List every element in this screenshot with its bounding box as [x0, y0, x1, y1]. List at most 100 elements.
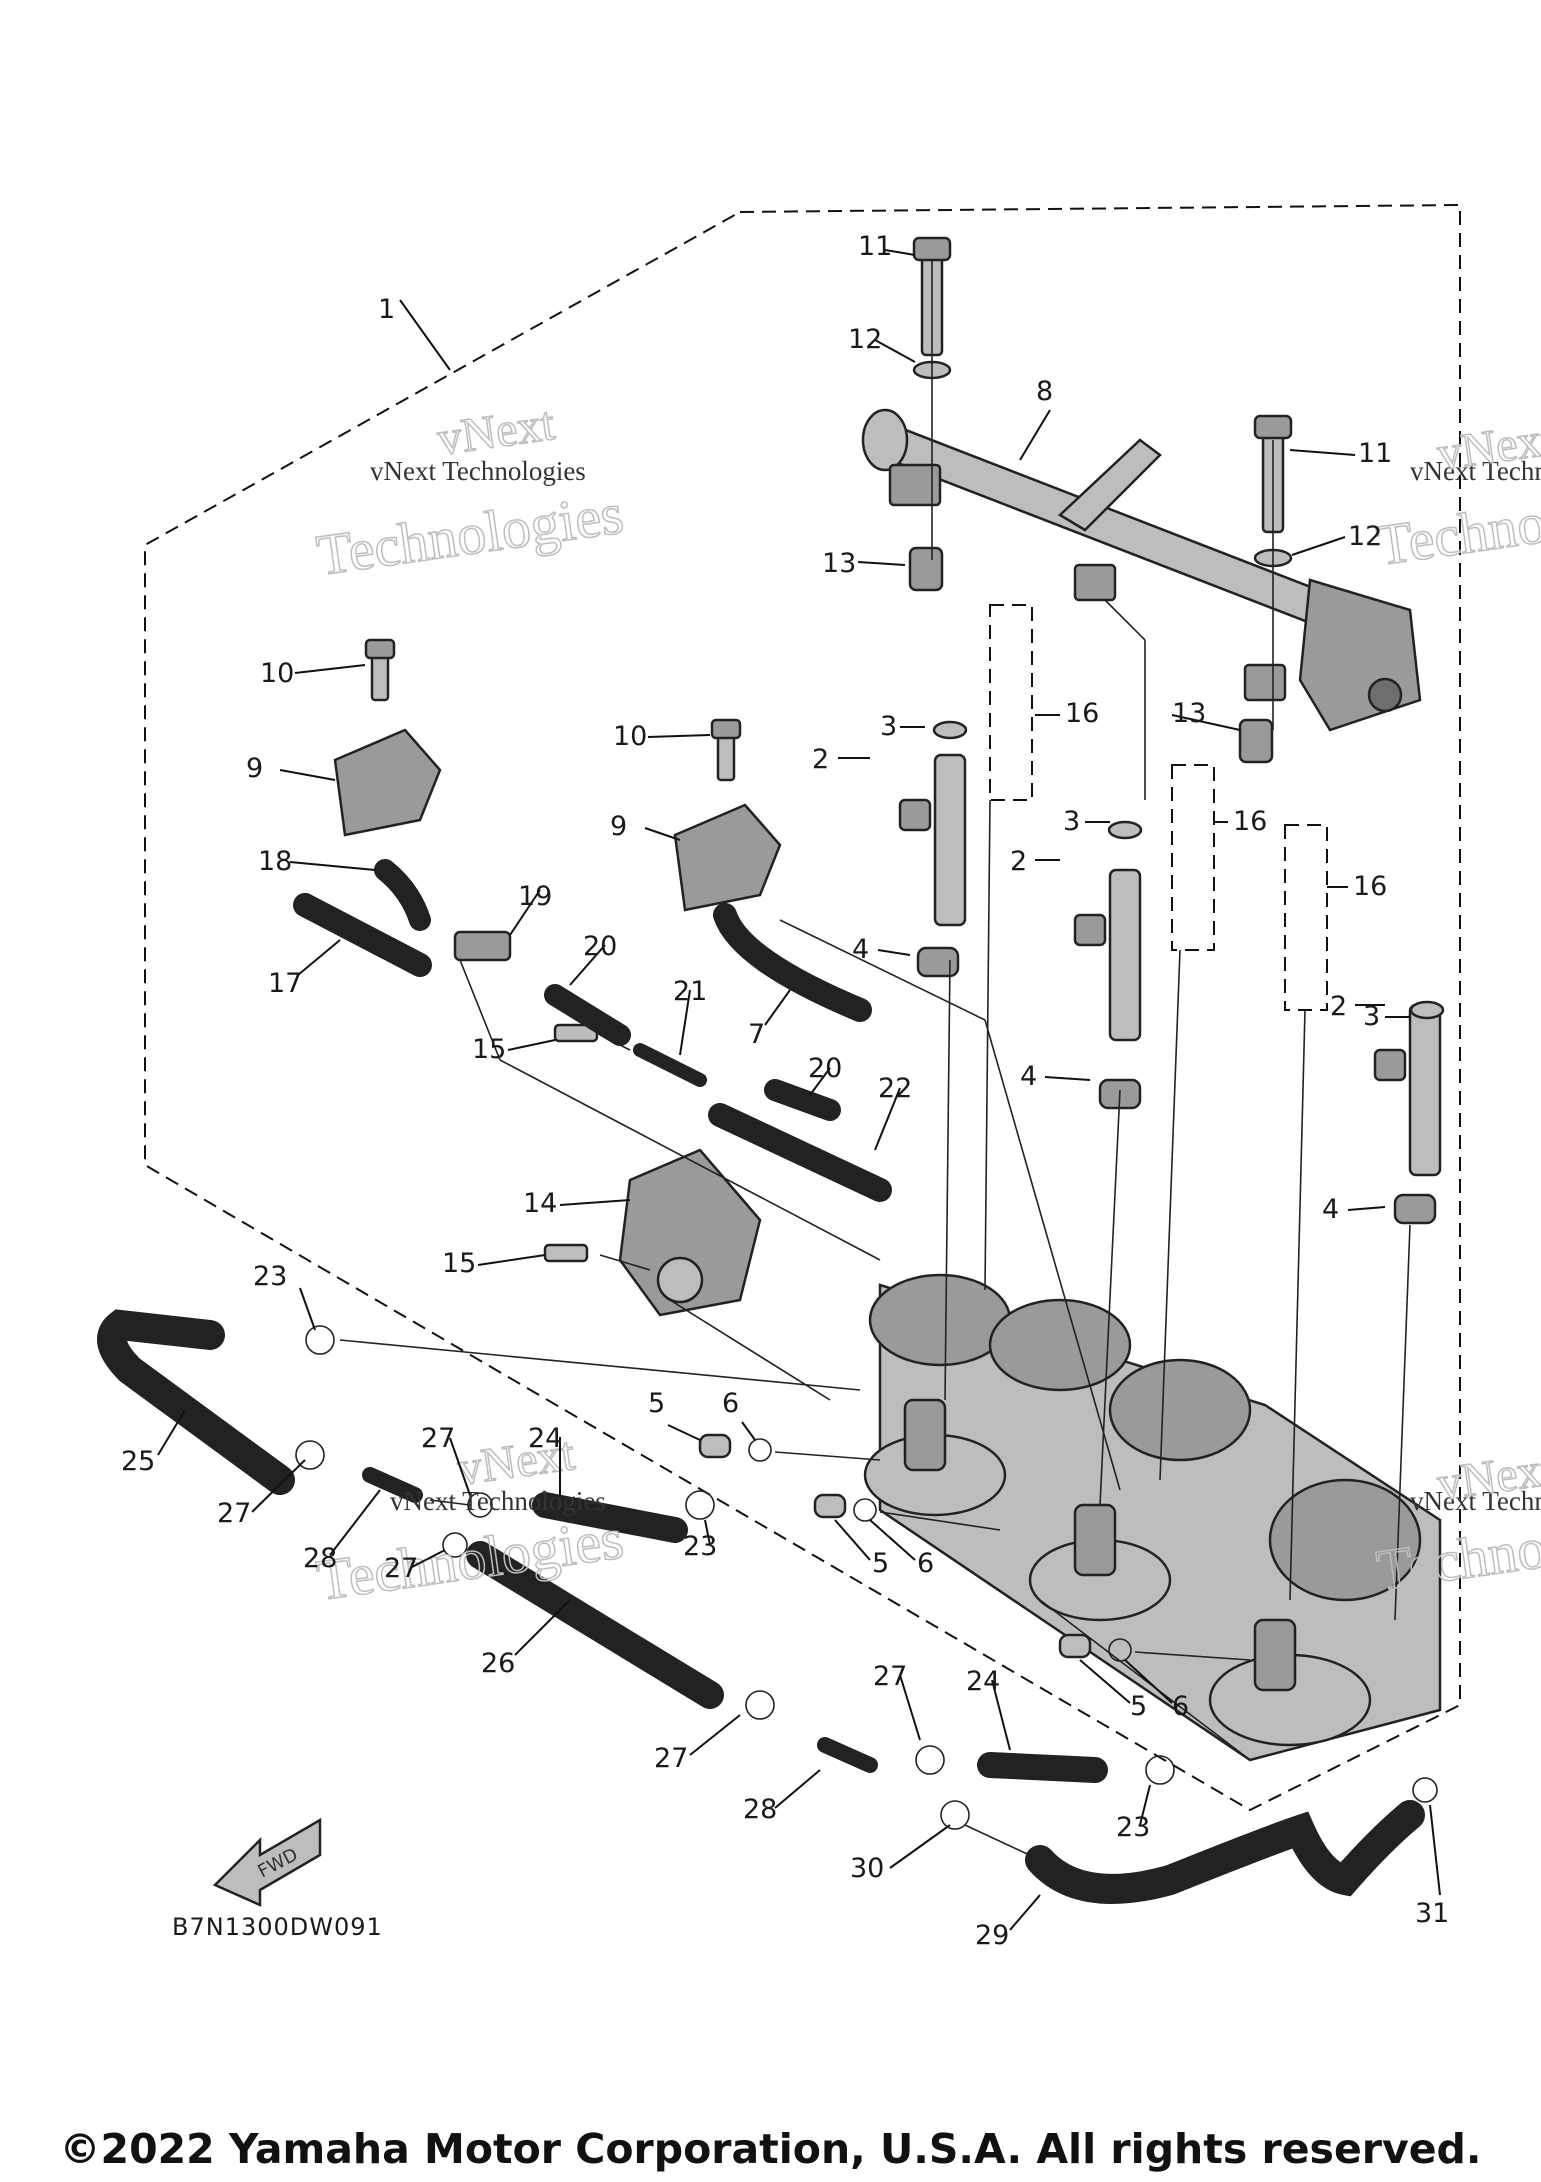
callout-label: 7: [748, 1019, 765, 1050]
callout-leader: [1019, 409, 1051, 461]
callout-leader: [874, 339, 916, 363]
injector-kit-box-2: [1171, 764, 1215, 951]
callout-label: 25: [121, 1446, 155, 1477]
callout-leader: [509, 889, 541, 936]
injector-2: [1073, 820, 1143, 1042]
forward-direction-arrow: FWD: [212, 1817, 322, 1907]
collar-left: [908, 546, 944, 592]
callout-label: 27: [654, 1743, 688, 1774]
callout-label: 9: [610, 811, 627, 842]
callout-label: 20: [583, 931, 617, 962]
callout-leader: [834, 1519, 871, 1561]
callout-label: 16: [1353, 871, 1387, 902]
callout-label: 24: [966, 1666, 1000, 1697]
callout-label: 12: [1348, 521, 1382, 552]
callout-label: 22: [878, 1073, 912, 1104]
throttle-body: [863, 1273, 1442, 1762]
callout-leader: [774, 1769, 821, 1809]
cap-1: [698, 1433, 732, 1459]
hose-25: [97, 1309, 295, 1495]
assembly-boundary: [144, 203, 1461, 1812]
callout-leader: [667, 1424, 701, 1441]
hose-20-b: [764, 1079, 841, 1121]
hose-29: [1025, 1800, 1425, 1904]
injector-3: [1373, 1000, 1445, 1177]
callout-label: 15: [472, 1034, 506, 1065]
callout-label: 1: [378, 294, 395, 325]
injector-kit-box-1: [989, 604, 1033, 801]
callout-leader: [809, 1067, 831, 1096]
callout-leader: [289, 861, 376, 871]
callout-label: 3: [1363, 1001, 1380, 1032]
watermark-3: vNext Technologies vNext Technologies: [312, 1426, 628, 1613]
callout-label: 23: [683, 1531, 717, 1562]
clamp-2: [853, 1498, 877, 1522]
callout-label: 5: [872, 1548, 889, 1579]
callout-leader: [857, 561, 906, 566]
hose-18: [374, 859, 431, 931]
svg-text:Technologies: Technologies: [1373, 471, 1541, 578]
callout-label: 27: [421, 1423, 455, 1454]
fitting-28-b: [817, 1737, 878, 1773]
pressure-sensor-center: [673, 718, 782, 912]
callout-label: 4: [852, 934, 869, 965]
assembly-lines: [339, 260, 1441, 1861]
callout-label: 3: [880, 711, 897, 742]
sensor-screws: [543, 1023, 599, 1263]
callout-leader: [877, 949, 911, 956]
callout-leader: [741, 1421, 756, 1441]
joint-19: [453, 930, 512, 962]
grommet-3: [1393, 1193, 1437, 1225]
callout-label: 23: [1116, 1812, 1150, 1843]
callout-leader: [297, 939, 341, 976]
fitting-28-a: [362, 1467, 423, 1503]
diagram-code: B7N1300DW091: [172, 1913, 383, 1941]
svg-text:vNext Technologies: vNext Technologies: [370, 456, 586, 486]
callout-label: 12: [848, 324, 882, 355]
callout-label: 20: [808, 1053, 842, 1084]
callout-label: 8: [1036, 376, 1053, 407]
callout-leader: [1079, 1659, 1131, 1704]
collar-right: [1238, 718, 1274, 764]
callout-label: 18: [258, 846, 292, 877]
joint-21: [633, 1043, 707, 1087]
svg-text:vNext Technologies: vNext Technologies: [390, 1486, 606, 1516]
callout-leader: [874, 1087, 901, 1151]
callout-leader: [1009, 1894, 1041, 1931]
callout-leader: [1429, 1804, 1441, 1896]
svg-text:vNext Technologies: vNext Technologies: [1410, 1486, 1541, 1516]
callout-leader: [1347, 1206, 1386, 1211]
callout-label: 13: [822, 548, 856, 579]
callout-leader: [889, 1824, 951, 1869]
callout-leader: [884, 249, 916, 256]
callout-label: 6: [917, 1548, 934, 1579]
callout-leader: [704, 1519, 711, 1546]
callout-label: 16: [1233, 806, 1267, 837]
watermark-2: vNext Technologies vNext Technologies: [1372, 411, 1541, 578]
pressure-sensor-left: [333, 638, 442, 837]
callout-label: 5: [1130, 1691, 1147, 1722]
hose-17: [293, 893, 432, 977]
callout-leader: [869, 1519, 916, 1561]
callout-label: 5: [648, 1388, 665, 1419]
callout-leader: [1171, 714, 1241, 731]
callout-leader: [559, 1199, 631, 1206]
hose-7: [713, 903, 872, 1022]
callout-leader: [399, 299, 451, 371]
callout-leader: [647, 734, 711, 738]
callout-label: 10: [613, 721, 647, 752]
callout-label: 21: [673, 976, 707, 1007]
hose-24-a: [532, 1492, 688, 1543]
hose-24-b: [977, 1752, 1108, 1783]
copyright-notice: ©2022 Yamaha Motor Corporation, U.S.A. A…: [59, 2125, 1482, 2173]
callout-leader: [679, 989, 691, 1056]
injector-kit-box-3: [1284, 824, 1328, 1011]
cap-3: [1058, 1633, 1092, 1659]
callout-leader: [449, 1437, 471, 1496]
callout-label: 9: [246, 753, 263, 784]
callout-leader: [689, 1714, 741, 1756]
callout-leader: [644, 827, 681, 841]
callout-label: 17: [268, 968, 302, 999]
callout-label: 6: [1172, 1691, 1189, 1722]
